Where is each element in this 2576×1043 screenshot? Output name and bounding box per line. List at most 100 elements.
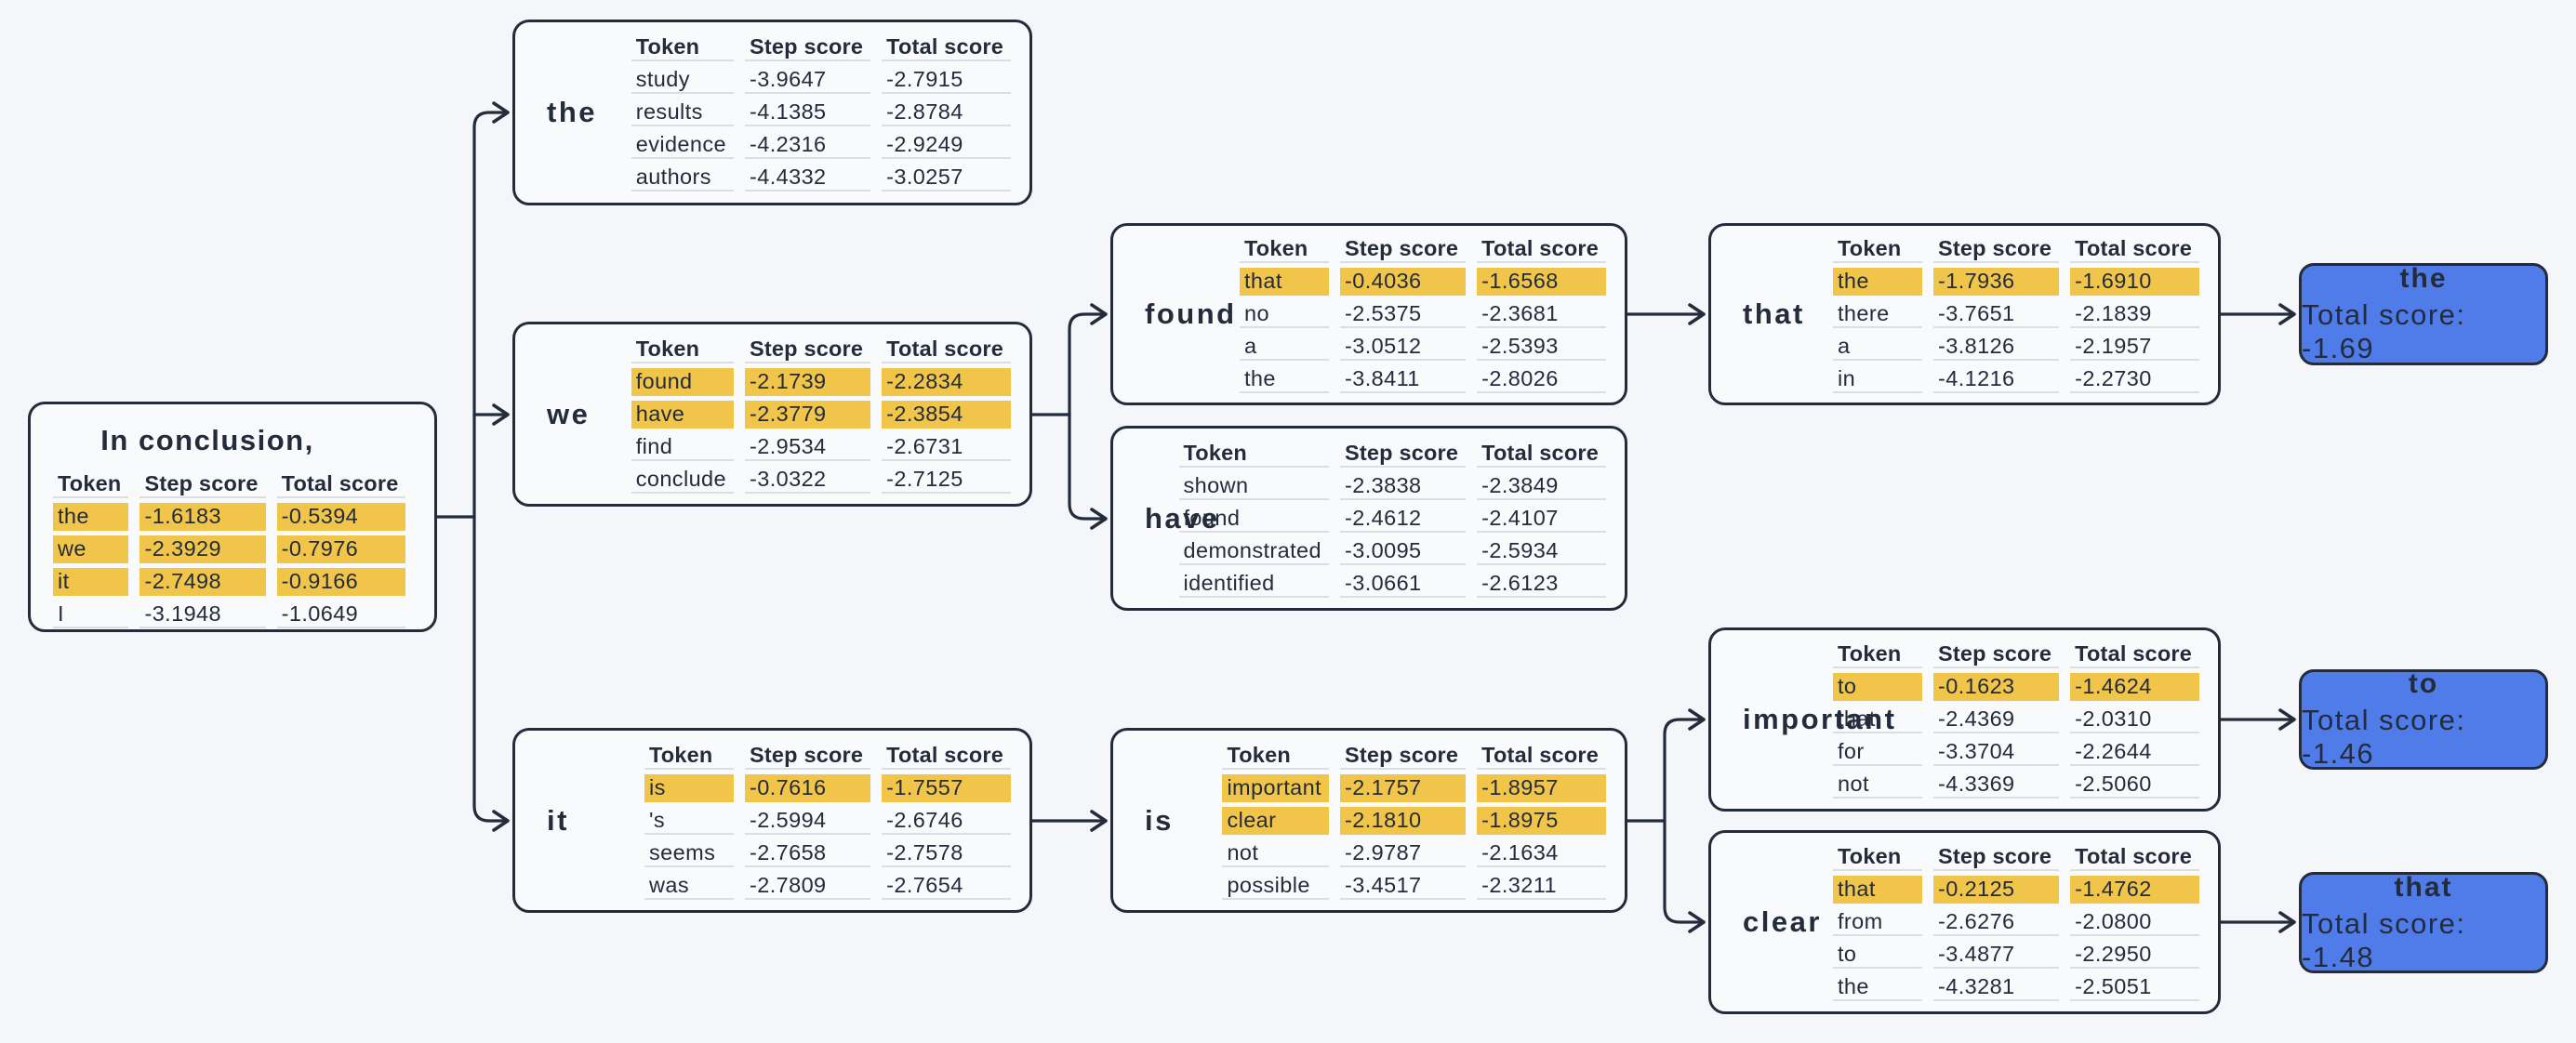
column-header: Total score (2070, 640, 2199, 668)
token-cell: clear (1222, 806, 1329, 835)
column-header: Step score (1933, 843, 2060, 871)
total-cell: -2.7915 (882, 66, 1011, 94)
total-cell: -2.7654 (882, 872, 1011, 900)
total-cell: -1.0649 (276, 601, 406, 628)
node-label: have (1145, 501, 1220, 535)
total-cell: -2.3849 (1477, 472, 1606, 500)
total-cell: -2.7125 (882, 466, 1011, 494)
terminal-token: that (2394, 871, 2453, 903)
token-cell: shown (1178, 472, 1329, 500)
step-cell: -2.9787 (1340, 839, 1467, 867)
token-cell: from (1833, 908, 1922, 936)
column-header: Token (1833, 640, 1922, 668)
total-cell: -2.0800 (2070, 908, 2199, 936)
node-root: In conclusion, Token Step score Total score… (28, 402, 437, 632)
total-cell: -2.0310 (2070, 706, 2199, 733)
token-cell: demonstrated (1178, 537, 1329, 565)
total-cell: -2.2834 (882, 367, 1011, 396)
total-cell: -2.9249 (882, 131, 1011, 159)
token-cell: that (1240, 268, 1329, 296)
step-cell: -3.8411 (1340, 365, 1467, 393)
token-cell: the (1833, 973, 1922, 1001)
column-header: Total score (882, 742, 1011, 770)
step-cell: -1.6183 (139, 503, 266, 531)
step-cell: -2.5375 (1340, 300, 1467, 328)
token-cell: possible (1222, 872, 1329, 900)
column-header: Token (1833, 235, 1922, 263)
total-cell: -2.5051 (2070, 973, 2199, 1001)
column-header: Token (1240, 235, 1329, 263)
column-header: Step score (1933, 235, 2060, 263)
token-cell: conclude (631, 466, 734, 494)
step-cell: -2.4612 (1340, 505, 1467, 533)
step-cell: -2.5994 (745, 807, 871, 835)
step-cell: -3.1948 (139, 601, 266, 628)
total-cell: -3.0257 (882, 164, 1011, 191)
token-cell: in (1833, 365, 1922, 393)
step-cell: -3.7651 (1933, 300, 2060, 328)
token-cell: study (631, 66, 734, 94)
step-cell: -3.3704 (1933, 738, 2060, 766)
token-cell: to (1833, 673, 1922, 701)
column-header: Step score (139, 470, 266, 498)
column-header: Step score (1340, 440, 1467, 468)
column-header: Total score (882, 336, 1011, 363)
total-cell: -2.6123 (1477, 570, 1606, 598)
token-cell: is (644, 773, 734, 802)
token-cell: a (1240, 333, 1329, 361)
total-cell: -2.5934 (1477, 537, 1606, 565)
column-header: Total score (276, 470, 406, 498)
column-header: Step score (1340, 742, 1467, 770)
token-cell: it (53, 568, 129, 596)
total-cell: -2.1839 (2070, 300, 2199, 328)
column-header: Step score (745, 33, 871, 61)
node-title: In conclusion, (100, 424, 314, 456)
step-cell: -2.7809 (745, 872, 871, 900)
total-cell: -2.2730 (2070, 365, 2199, 393)
node-label: important (1743, 703, 1897, 735)
step-cell: -2.1810 (1340, 806, 1467, 835)
column-header: Token (1178, 440, 1329, 468)
step-cell: -2.6276 (1933, 908, 2060, 936)
token-cell: that (1833, 706, 1922, 733)
step-cell: -0.4036 (1340, 268, 1467, 296)
node-label: is (1145, 803, 1174, 837)
token-cell: seems (644, 839, 734, 867)
token-cell: to (1833, 941, 1922, 969)
total-cell: -2.2644 (2070, 738, 2199, 766)
column-header: Token (53, 470, 129, 498)
step-cell: -2.7658 (745, 839, 871, 867)
token-cell: important (1222, 773, 1329, 802)
node-label: that (1743, 297, 1805, 330)
token-cell: found (1178, 505, 1329, 533)
column-header: Token (631, 336, 734, 363)
total-cell: -2.5393 (1477, 333, 1606, 361)
token-cell: identified (1178, 570, 1329, 598)
step-cell: -4.4332 (745, 164, 871, 191)
total-cell: -1.8957 (1477, 773, 1606, 802)
total-cell: -0.7976 (276, 535, 406, 563)
column-header: Step score (745, 742, 871, 770)
total-cell: -2.2950 (2070, 941, 2199, 969)
token-cell: not (1222, 839, 1329, 867)
edge-is-clear (1663, 819, 1706, 933)
terminal-total-score: Total score: -1.48 (2302, 906, 2466, 973)
step-cell: -4.1385 (745, 99, 871, 126)
node-label: clear (1743, 905, 1822, 938)
total-cell: -1.8975 (1477, 806, 1606, 835)
column-header: Step score (1933, 640, 2060, 668)
token-cell: no (1240, 300, 1329, 328)
column-header: Total score (1477, 235, 1606, 263)
total-cell: -2.1634 (1477, 839, 1606, 867)
step-cell: -2.4369 (1933, 706, 2060, 733)
